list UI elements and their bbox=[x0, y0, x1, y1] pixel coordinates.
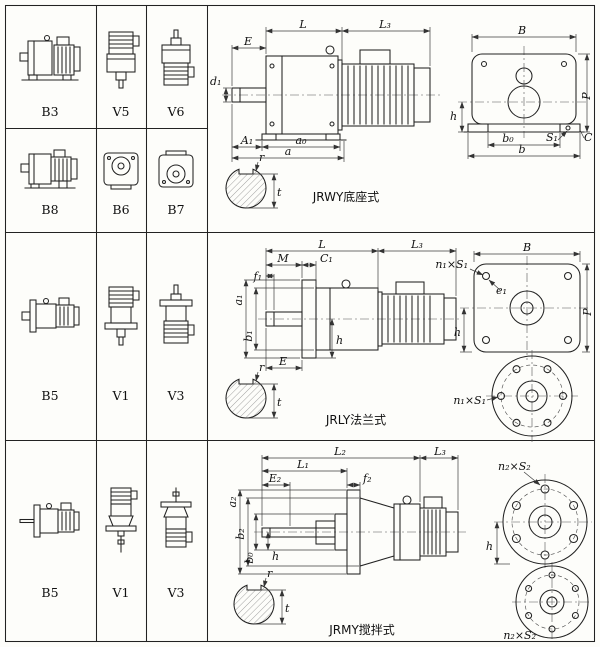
jrmy-drawing: L₂ L₃ L₁ E₂ f₂ a₂ b₂ b₀ h n₂×S₂ bbox=[226, 445, 592, 642]
dim-C: C bbox=[584, 131, 593, 144]
dim-a0: a₀ bbox=[296, 134, 308, 147]
mount-label: B3 bbox=[41, 104, 58, 119]
dim-b1: b₁ bbox=[242, 330, 255, 341]
dim-S1: S₁ bbox=[546, 131, 558, 144]
dim-a2: a₂ bbox=[226, 497, 239, 508]
jrly-caption: JRLY法兰式 bbox=[325, 413, 386, 427]
dim-a1: a₁ bbox=[232, 295, 245, 306]
mount-glyph-b7 bbox=[158, 150, 194, 188]
dim-E2: E₂ bbox=[268, 472, 281, 485]
mount-label: V1 bbox=[112, 388, 130, 403]
mount-glyph-v3-agitator bbox=[160, 487, 193, 548]
dim-b: b bbox=[518, 143, 525, 156]
dim-b2: b₂ bbox=[234, 528, 247, 539]
jrly-drawing: L L₃ M C₁ f₁ a₁ b₁ E h B n₁×S₁ bbox=[225, 238, 594, 442]
mount-glyph-b6 bbox=[103, 152, 139, 190]
dim-L1: L₁ bbox=[296, 458, 309, 471]
jrly-shaft-section bbox=[225, 378, 267, 419]
dim-n2S2-bottom: n₂×S₂ bbox=[503, 629, 536, 642]
dim-h-end: h bbox=[454, 326, 461, 339]
dim-n1S1-top: n₁×S₁ bbox=[435, 258, 468, 271]
jrmy-caption: JRMY搅拌式 bbox=[328, 622, 395, 637]
dim-a: a bbox=[285, 145, 292, 158]
jrmy-shaft-section bbox=[233, 584, 275, 625]
dim-L: L bbox=[298, 18, 306, 31]
mount-glyph-b8 bbox=[20, 149, 78, 189]
mount-glyph-v6 bbox=[161, 29, 195, 86]
dim-t: t bbox=[285, 602, 290, 615]
dim-M: M bbox=[276, 252, 289, 265]
dim-L: L bbox=[317, 238, 325, 251]
mount-label: B8 bbox=[41, 202, 58, 217]
dim-L3: L₃ bbox=[410, 238, 423, 251]
dim-h: h bbox=[450, 110, 457, 123]
mount-glyph-b3 bbox=[19, 34, 81, 81]
mount-label: V3 bbox=[167, 388, 185, 403]
mount-label: B7 bbox=[167, 202, 184, 217]
mount-glyph-v5 bbox=[106, 31, 140, 89]
mount-glyph-v1 bbox=[104, 286, 140, 346]
mount-glyph-b5-agitator bbox=[19, 502, 80, 538]
mount-label: V3 bbox=[167, 585, 185, 600]
dim-h-right: h bbox=[486, 540, 493, 553]
mount-label: V6 bbox=[167, 104, 185, 119]
mount-glyph-v3 bbox=[159, 284, 195, 344]
mount-label: B5 bbox=[41, 585, 58, 600]
dim-L3: L₃ bbox=[433, 445, 446, 458]
dim-b0: b₀ bbox=[502, 132, 514, 145]
mounting-grid: B3 V5 V6 B8 B6 B7 B5 V1 V3 B5 V1 V3 bbox=[19, 29, 195, 600]
dim-e1: e₁ bbox=[496, 284, 507, 297]
dim-r: r bbox=[259, 151, 265, 164]
dim-C1: C₁ bbox=[320, 252, 333, 265]
dim-d1: d₁ bbox=[210, 75, 221, 88]
dim-h-left: h bbox=[272, 550, 279, 563]
dim-f1: f₁ bbox=[253, 270, 262, 283]
mount-label: B6 bbox=[112, 202, 129, 217]
dim-L2: L₂ bbox=[333, 445, 346, 458]
sheet-frame bbox=[4, 4, 596, 643]
dim-n1S1-bottom: n₁×S₁ bbox=[453, 394, 486, 407]
jrwy-drawing: L L₃ E d₁ A₁ a₀ a B P bbox=[210, 18, 593, 209]
mount-label: V5 bbox=[112, 104, 130, 119]
dim-P: P bbox=[580, 92, 593, 101]
dim-E: E bbox=[278, 355, 287, 368]
dim-B: B bbox=[517, 24, 526, 37]
dim-E: E bbox=[243, 35, 252, 48]
jrwy-caption: JRWY底座式 bbox=[312, 189, 380, 204]
dim-L3: L₃ bbox=[378, 18, 391, 31]
dim-t: t bbox=[277, 396, 282, 409]
jrwy-shaft-section bbox=[225, 168, 267, 209]
dim-f2: f₂ bbox=[362, 472, 371, 485]
dim-t: t bbox=[277, 186, 282, 199]
dim-b0: b₀ bbox=[243, 552, 256, 564]
mount-label: V1 bbox=[112, 585, 130, 600]
dim-r: r bbox=[267, 567, 273, 580]
mount-label: B5 bbox=[41, 388, 58, 403]
mount-glyph-b5 bbox=[21, 297, 80, 333]
dim-B: B bbox=[522, 241, 531, 254]
dim-h-side: h bbox=[336, 334, 343, 347]
dim-P: P bbox=[581, 308, 594, 317]
dim-A1: A₁ bbox=[240, 134, 253, 147]
mount-glyph-v1-agitator bbox=[105, 487, 138, 553]
dim-r: r bbox=[259, 361, 265, 374]
dim-n2S2-top: n₂×S₂ bbox=[498, 460, 531, 473]
